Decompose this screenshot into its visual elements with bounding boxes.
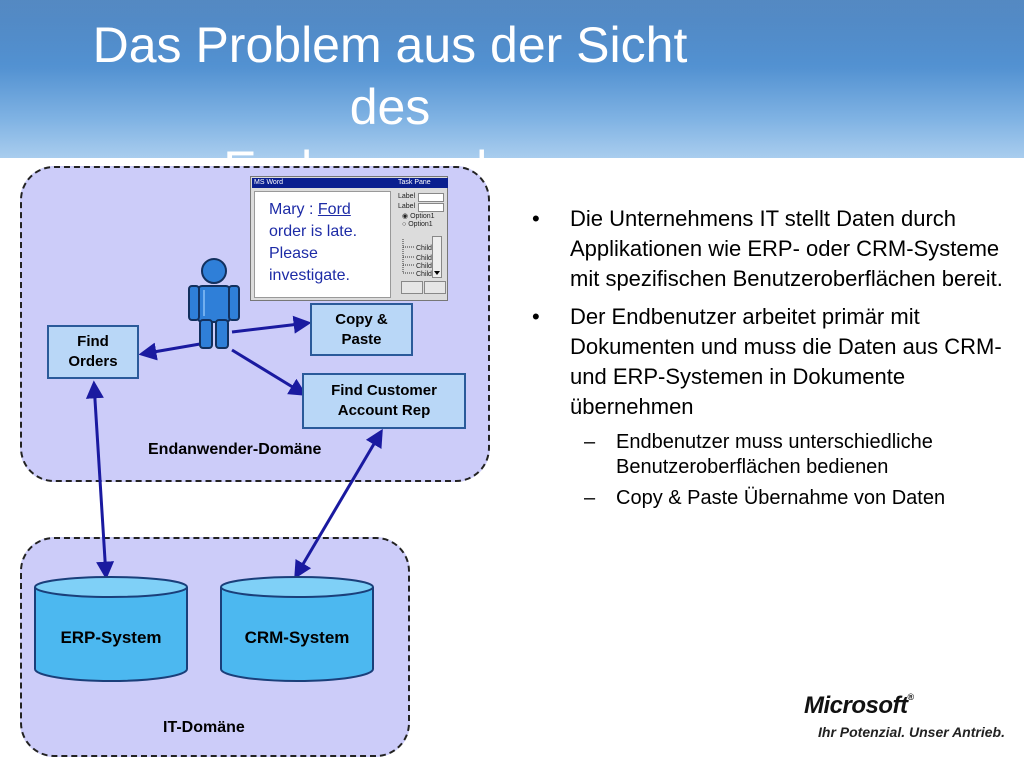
microsoft-logo-text: Microsoft <box>804 692 908 719</box>
scroll-arrow-icon <box>434 271 440 275</box>
msg-line-4: investigate. <box>269 267 350 284</box>
microsoft-logo: Microsoft® <box>804 692 914 720</box>
bullet-list: • Die Unternehmens IT stellt Daten durch … <box>530 204 1015 517</box>
task-pane-label-2: Label <box>398 203 416 210</box>
user-figure-icon <box>188 258 240 349</box>
task-pane-radio-1: ◉ Option1 <box>402 213 435 220</box>
sub-bullet-dash-1: – <box>584 431 596 453</box>
arrow-erp-find-orders <box>85 380 115 580</box>
sub-bullet-2: –Copy & Paste Übernahme von Daten <box>530 486 1015 511</box>
word-title-bar: MS Word <box>252 178 396 188</box>
arrow-to-find-orders <box>138 342 201 361</box>
task-pane-title-bar: Task Pane <box>396 178 448 188</box>
task-pane-field-1 <box>418 193 444 202</box>
copy-paste-node: Copy & Paste <box>310 303 413 356</box>
task-pane-button-1 <box>401 281 423 294</box>
tree-lines-icon <box>402 239 414 274</box>
slide-header: Das Problem aus der Sicht des Endanwende… <box>0 0 1024 158</box>
erp-system-cylinder: ERP-System <box>34 576 188 682</box>
task-pane-button-2 <box>424 281 446 294</box>
word-message: Mary : Ford order is late. Please invest… <box>269 199 357 287</box>
option-label-2: Option1 <box>408 221 433 228</box>
tree-child-4: Child <box>416 271 432 278</box>
task-pane-label-1: Label <box>398 193 416 200</box>
bullet-item-2: • Der Endbenutzer arbeitet primär mit Dok… <box>530 302 1015 422</box>
erp-system-label: ERP-System <box>60 628 161 647</box>
arrow-to-copy-paste <box>231 315 312 334</box>
task-pane-field-2 <box>418 203 444 212</box>
bullet-text-1: Die Unternehmens IT stellt Daten durch A… <box>570 206 1003 291</box>
bullet-item-1: • Die Unternehmens IT stellt Daten durch … <box>530 204 1015 294</box>
option-label-1: Option1 <box>410 213 435 220</box>
title-line-2: Endanwenders <box>60 138 720 158</box>
arrow-to-find-customer <box>231 348 308 396</box>
slide-title: Das Problem aus der Sicht des Endanwende… <box>60 14 720 158</box>
bullet-dot-1: • <box>532 206 540 231</box>
word-document: Mary : Ford order is late. Please invest… <box>254 191 391 298</box>
sub-bullet-1: –Endbenutzer muss unterschiedliche Benut… <box>530 430 1015 480</box>
sub-bullet-dash-2: – <box>584 487 596 509</box>
sub-bullet-text-2: Copy & Paste Übernahme von Daten <box>616 487 946 509</box>
title-line-1: Das Problem aus der Sicht des <box>92 17 688 135</box>
msg-prefix: Mary : <box>269 201 318 218</box>
msg-line-3: Please <box>269 245 318 262</box>
sub-bullet-text-1: Endbenutzer muss unterschiedliche Benutz… <box>616 431 933 478</box>
arrow-crm-find-customer <box>294 428 383 580</box>
bullet-dot-2: • <box>532 304 540 329</box>
find-customer-line-1: Find Customer <box>331 382 437 399</box>
find-orders-line-1: Find <box>77 333 109 350</box>
tree-child-2: Child <box>416 255 432 262</box>
it-domain-label: IT-Domäne <box>163 719 245 736</box>
task-pane-radio-2: ○ Option1 <box>402 221 433 228</box>
find-customer-line-2: Account Rep <box>337 402 431 419</box>
registered-mark: ® <box>907 692 915 702</box>
header-sheen <box>0 0 1024 70</box>
ms-word-window: MS Word Task Pane Mary : Ford order is l… <box>250 176 448 301</box>
bullet-text-2: Der Endbenutzer arbeitet primär mit Doku… <box>570 304 1002 419</box>
microsoft-tagline: Ihr Potenzial. Unser Antrieb. <box>818 724 1005 740</box>
copy-paste-line-2: Paste <box>341 330 382 348</box>
crm-system-label: CRM-System <box>245 628 350 647</box>
msg-line-2: order is late. <box>269 223 358 240</box>
task-pane-scrollbar <box>432 236 442 278</box>
tree-child-3: Child <box>416 263 432 270</box>
find-orders-line-2: Orders <box>68 353 118 370</box>
copy-paste-line-1: Copy & <box>335 310 388 328</box>
tree-child-1: Child <box>416 245 432 252</box>
user-domain-label: Endanwender-Domäne <box>148 441 322 458</box>
msg-link: Ford <box>317 201 351 218</box>
crm-system-cylinder: CRM-System <box>220 576 374 682</box>
